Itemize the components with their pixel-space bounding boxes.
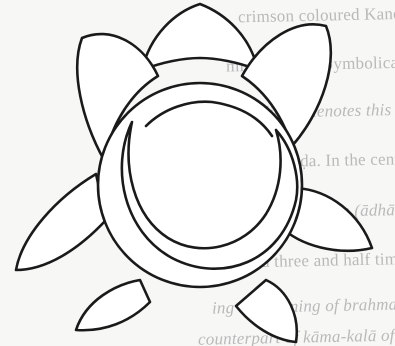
petal-lower-left [16,174,106,270]
outer-circle [98,83,302,287]
petal-bottom [76,280,150,330]
petal-top [142,4,258,70]
petal-bottom-right [236,280,297,342]
